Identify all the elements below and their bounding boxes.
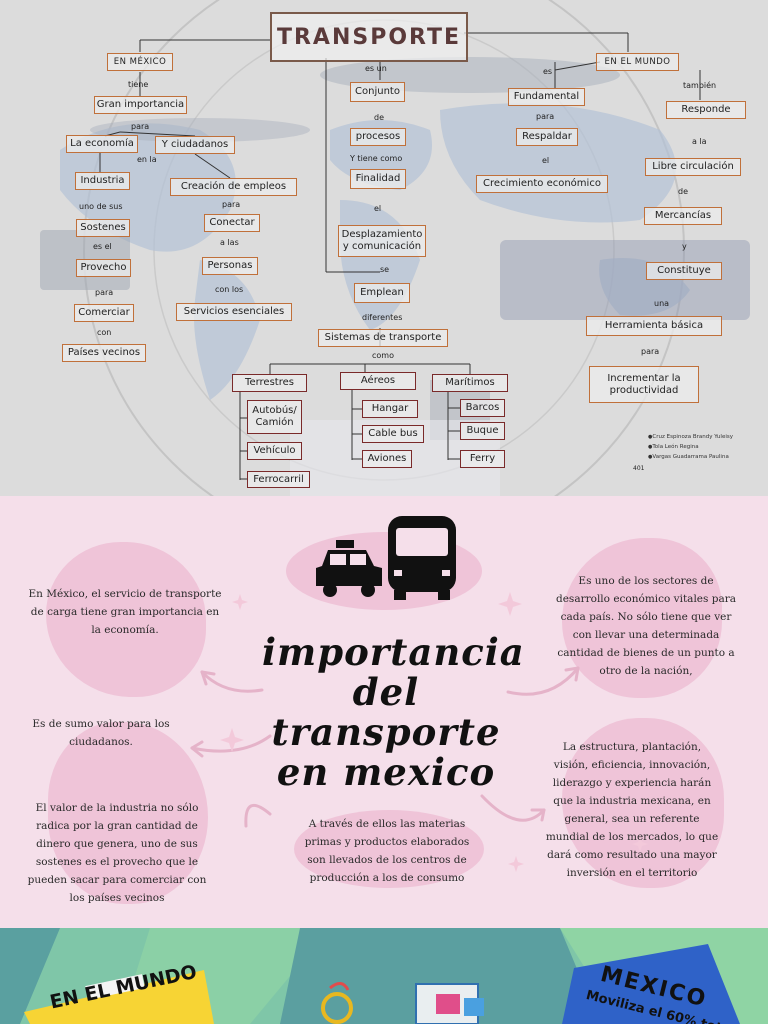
connector-tambien: también: [683, 81, 716, 90]
node-ferry: Ferry: [460, 450, 505, 468]
connector-una: una: [654, 299, 669, 308]
group-number: 401: [633, 465, 644, 472]
connector-para-2: para: [95, 288, 113, 297]
text-top-right: Es uno de los sectores de desarrollo eco…: [556, 572, 736, 680]
text-mid-left: Es de sumo valor para los ciudadanos.: [30, 715, 172, 751]
connector-para: para: [131, 122, 149, 131]
node-incrementar-productividad: Incrementar la productividad: [589, 366, 699, 403]
infographic-title: importancia del transporte en mexico: [262, 632, 510, 792]
connector-tiene: tiene: [128, 80, 148, 89]
node-provecho: Provecho: [76, 259, 131, 277]
connector-para-r: para: [536, 112, 554, 121]
node-desplazamiento: Desplazamiento y comunicación: [338, 225, 426, 257]
connector-en-la: en la: [137, 155, 157, 164]
node-comerciar: Comerciar: [74, 304, 134, 322]
connector-para-r2: para: [641, 347, 659, 356]
node-vehiculo: Vehículo: [247, 442, 302, 460]
node-hangar: Hangar: [362, 400, 418, 418]
connector-diferentes: diferentes: [362, 313, 402, 322]
connector-el-r: el: [542, 156, 549, 165]
connector-para-3: para: [222, 200, 240, 209]
node-creacion-empleos: Creación de empleos: [170, 178, 297, 196]
author-2: Tola León Regina: [648, 444, 699, 450]
connector-de: de: [374, 113, 384, 122]
connector-es-un: es un: [365, 64, 387, 73]
node-constituye: Constituye: [646, 262, 722, 280]
text-bottom-left: El valor de la industria no sólo radica …: [22, 799, 212, 907]
author-3: Vargas Guadarrama Paulina: [648, 454, 729, 460]
node-herramienta-basica: Herramienta básica: [586, 316, 722, 336]
node-personas: Personas: [202, 257, 258, 275]
node-crecimiento-economico: Crecimiento económico: [476, 175, 608, 193]
node-cable-bus: Cable bus: [362, 425, 424, 443]
en-el-mundo-heading: EN EL MUNDO: [596, 53, 679, 71]
connector-es-el: es el: [93, 242, 112, 251]
node-y-ciudadanos: Y ciudadanos: [155, 136, 235, 154]
en-mexico-heading: EN MÉXICO: [107, 53, 173, 71]
node-aereos: Aéreos: [340, 372, 416, 390]
connector-es: es: [543, 67, 552, 76]
connector-y-tiene-como: Y tiene como: [350, 154, 402, 163]
connector-uno-de-sus: uno de sus: [79, 202, 123, 211]
text-top-left: En México, el servicio de transporte de …: [28, 585, 222, 639]
node-sistemas-transporte: Sistemas de transporte: [318, 329, 448, 347]
text-bottom-center: A través de ellos las materias primas y …: [300, 815, 474, 887]
connector-a-las: a las: [220, 238, 239, 247]
map-title: TRANSPORTE: [270, 12, 468, 62]
node-responde: Responde: [666, 101, 746, 119]
node-procesos: procesos: [350, 128, 406, 146]
connector-a-la: a la: [692, 137, 707, 146]
author-1: Cruz Espinoza Brandy Yuleisy: [648, 434, 733, 440]
node-sostenes: Sostenes: [76, 219, 130, 237]
node-ferrocarril: Ferrocarril: [247, 471, 310, 488]
bottom-strip: EN EL MUNDO MEXICO Moviliza el 60% total…: [0, 928, 768, 1024]
node-aviones: Aviones: [362, 450, 412, 468]
node-emplean: Emplean: [354, 283, 410, 303]
connector-se: se: [380, 265, 389, 274]
node-terrestres: Terrestres: [232, 374, 307, 392]
concept-map: TRANSPORTE EN MÉXICO tiene Gran importan…: [0, 0, 768, 496]
connector-y: y: [682, 242, 687, 251]
node-libre-circulacion: Libre circulación: [645, 158, 741, 176]
node-mercancias: Mercancías: [644, 207, 722, 225]
node-servicios-esenciales: Servicios esenciales: [176, 303, 292, 321]
node-finalidad: Finalidad: [350, 169, 406, 189]
node-fundamental: Fundamental: [508, 88, 585, 106]
connector-como: como: [372, 351, 394, 360]
node-conectar: Conectar: [204, 214, 260, 232]
connector-el: el: [374, 204, 381, 213]
text-bottom-right: La estructura, plantación, visión, efici…: [544, 738, 720, 882]
node-autobus: Autobús/ Camión: [247, 400, 302, 434]
node-buque: Buque: [460, 422, 505, 440]
connector-de-r: de: [678, 187, 688, 196]
infographic: importancia del transporte en mexico En …: [0, 496, 768, 928]
connector-con-los: con los: [215, 285, 243, 294]
node-respaldar: Respaldar: [516, 128, 578, 146]
node-industria: Industria: [75, 172, 130, 190]
node-gran-importancia: Gran importancia: [94, 96, 187, 114]
node-paises-vecinos: Países vecinos: [62, 344, 146, 362]
node-conjunto: Conjunto: [350, 82, 405, 102]
node-barcos: Barcos: [460, 399, 505, 417]
connector-con: con: [97, 328, 111, 337]
node-la-economia: La economía: [66, 135, 138, 153]
node-maritimos: Marítimos: [432, 374, 508, 392]
